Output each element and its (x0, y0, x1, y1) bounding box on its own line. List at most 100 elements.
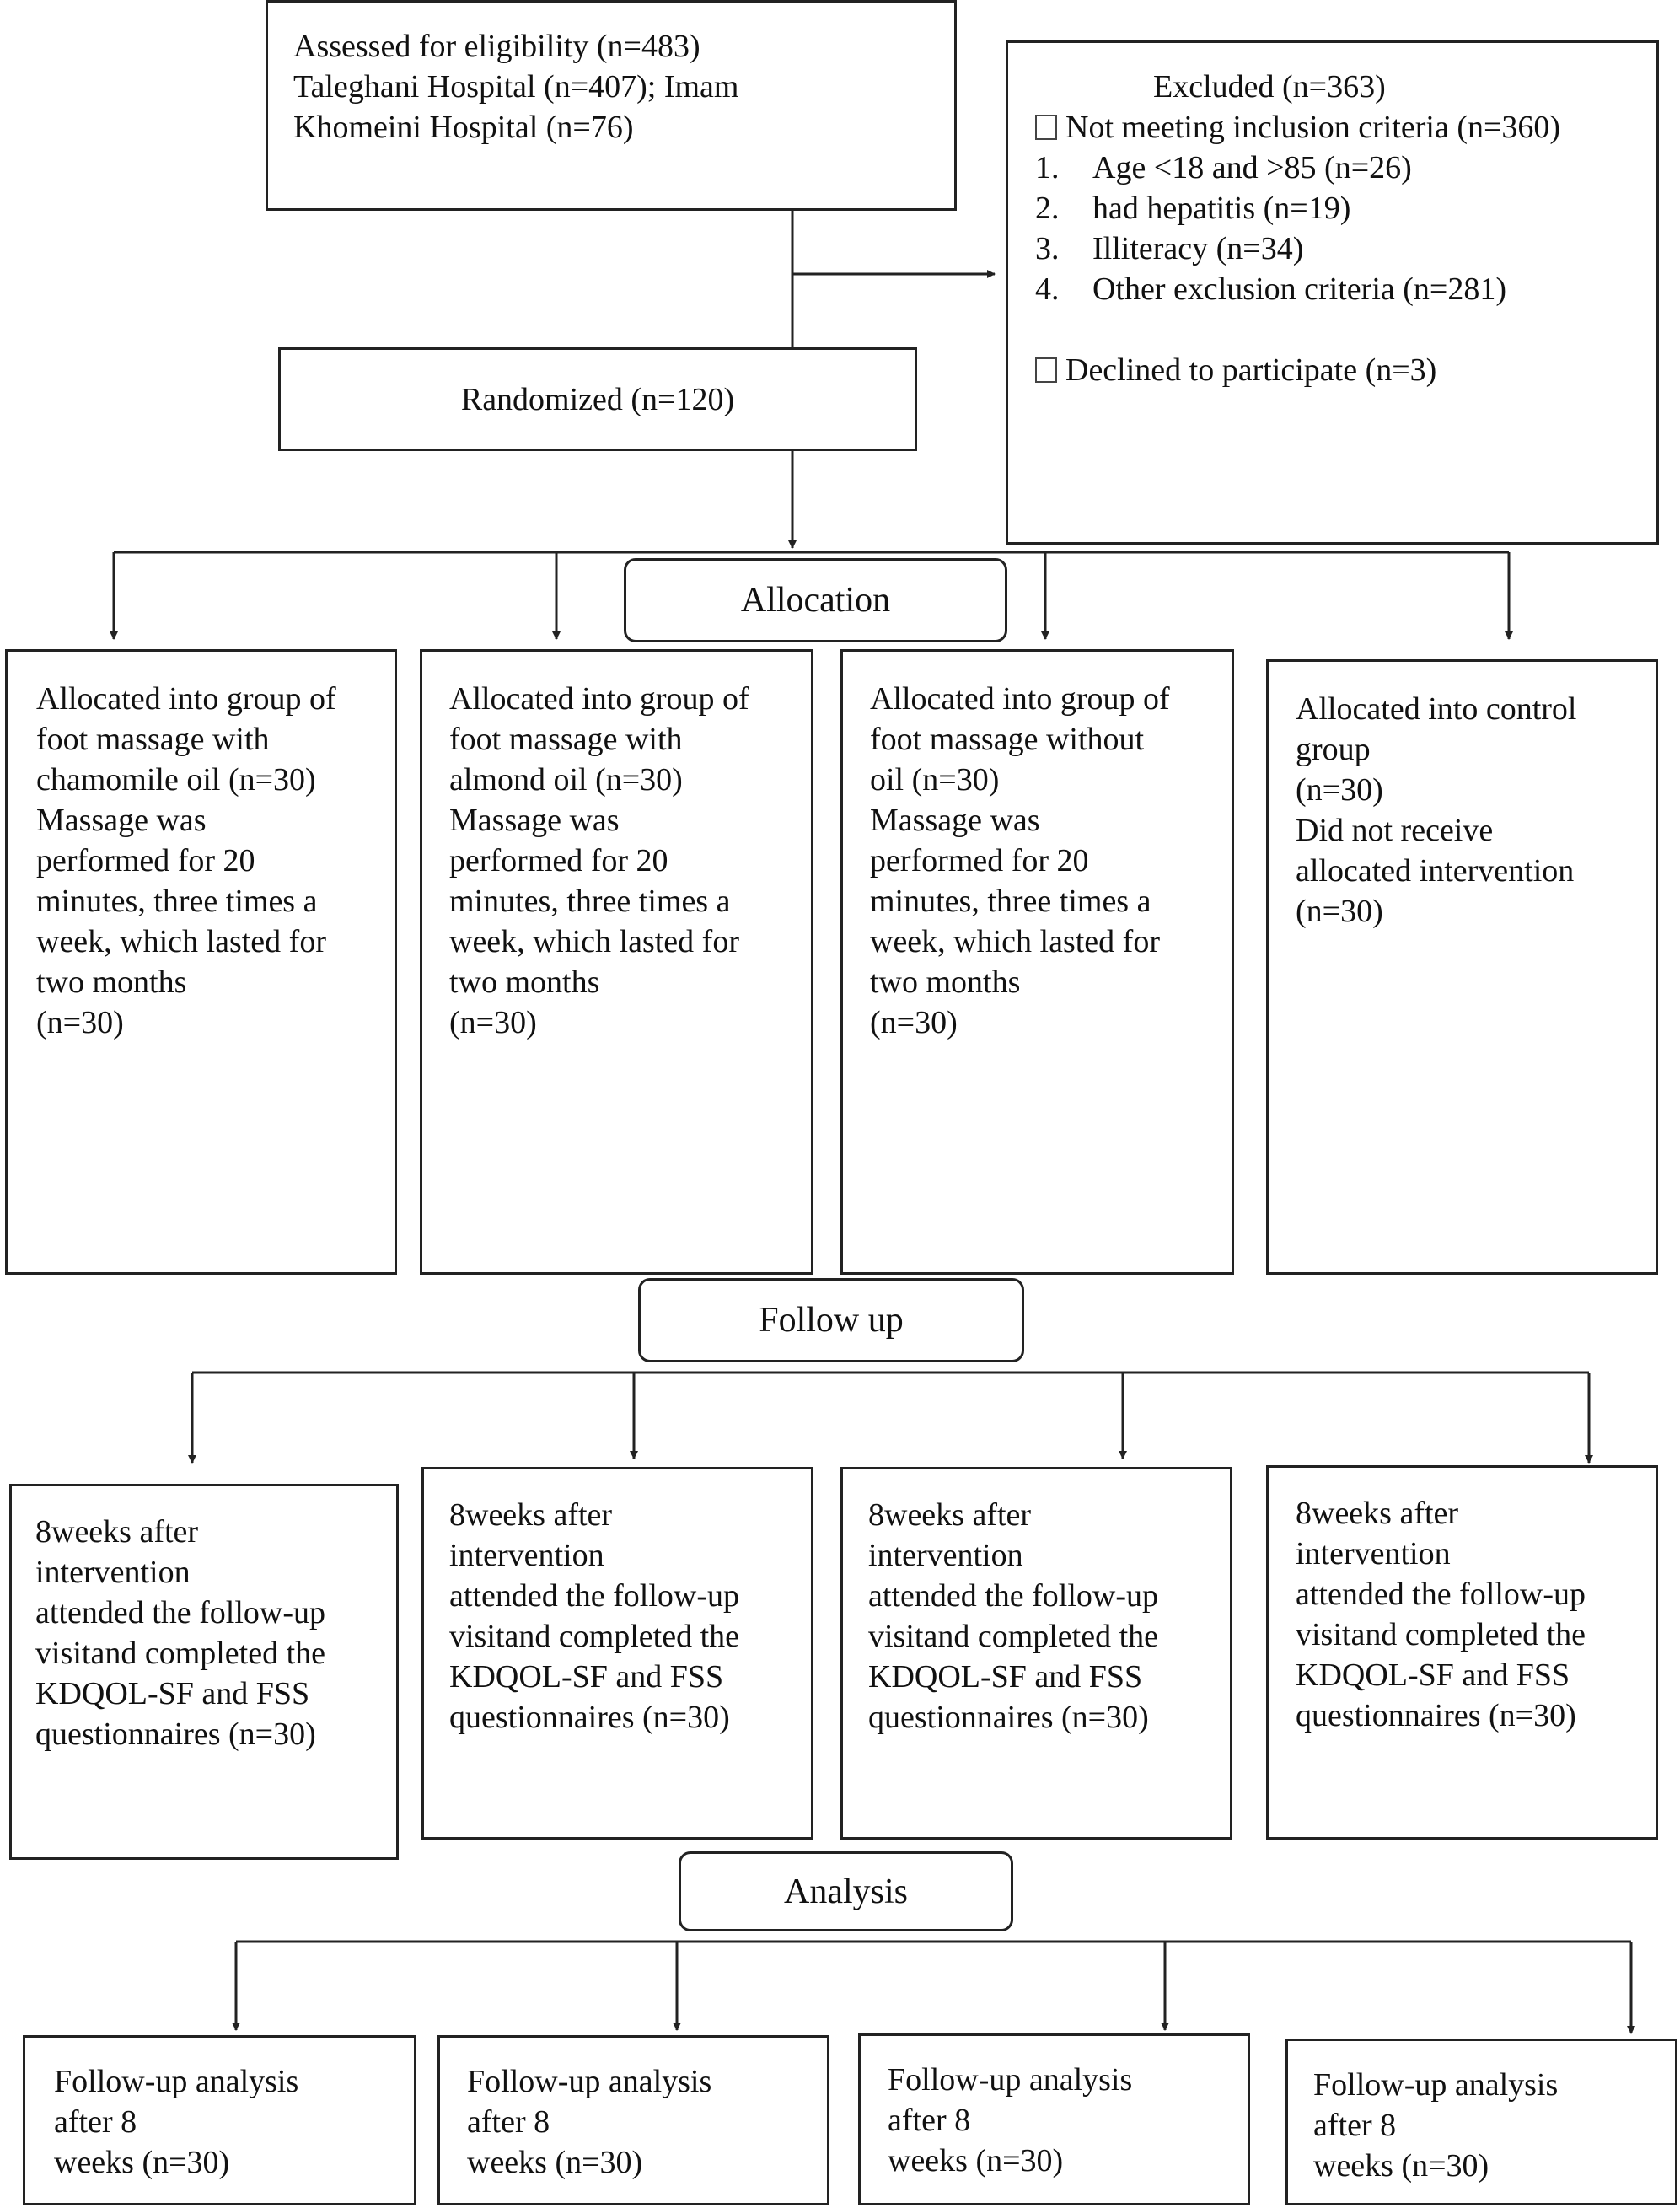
criteria-number: 4. (1035, 271, 1060, 307)
criteria-number: 2. (1035, 191, 1060, 226)
followup-line: attended the follow-up (1296, 1577, 1586, 1612)
analysis-group-3: Follow-up analysis after 8 weeks (n=30) (858, 2033, 1250, 2205)
group-line: week, which lasted for (36, 924, 326, 959)
group-line: Allocated into control (1296, 691, 1577, 727)
allocation-stage: Allocation (624, 558, 1007, 642)
analysis-group-4: Follow-up analysis after 8 weeks (n=30) (1285, 2039, 1677, 2205)
followup-line: KDQOL-SF and FSS (35, 1676, 310, 1711)
criteria-text: had hepatitis (n=19) (1092, 191, 1351, 226)
group-line: group (1296, 732, 1371, 767)
followup-line: KDQOL-SF and FSS (868, 1659, 1143, 1695)
criteria-item: 3. Illiteracy (n=34) (1035, 228, 1656, 269)
followup-group-4: 8weeks after intervention attended the f… (1266, 1465, 1658, 1840)
criteria-item: 1.Age <18 and >85 (n=26) (1035, 148, 1656, 188)
randomized-label: Randomized (n=120) (460, 381, 735, 417)
analysis-line: after 8 (467, 2104, 550, 2140)
group-line: two months (36, 964, 187, 1000)
criteria-item: 4.Other exclusion criteria (n=281) (1035, 269, 1656, 309)
analysis-stage: Analysis (679, 1851, 1013, 1931)
followup-group-3: 8weeks after intervention attended the f… (840, 1467, 1232, 1840)
group-line: week, which lasted for (449, 924, 739, 959)
followup-line: attended the follow-up (868, 1578, 1159, 1614)
group-line: (n=30) (870, 1005, 958, 1040)
group-line: (n=30) (1296, 772, 1383, 808)
analysis-line: weeks (n=30) (467, 2145, 643, 2180)
excluded-title: Excluded (n=363) (1153, 69, 1386, 105)
group-line: foot massage with (36, 722, 270, 757)
assessed-line: Taleghani Hospital (n=407); Imam (293, 69, 739, 105)
analysis-line: after 8 (1313, 2108, 1397, 2143)
not-meeting-text: Not meeting inclusion criteria (n=360) (1065, 110, 1561, 145)
followup-line: visitand completed the (449, 1619, 740, 1654)
followup-line: intervention (868, 1538, 1023, 1573)
followup-line: attended the follow-up (35, 1595, 326, 1630)
analysis-label: Analysis (784, 1872, 908, 1911)
checkbox-icon (1035, 357, 1057, 383)
followup-line: intervention (35, 1555, 191, 1590)
group-line: two months (449, 964, 600, 1000)
followup-line: visitand completed the (1296, 1617, 1586, 1652)
followup-label: Follow up (759, 1301, 904, 1340)
group-line: Allocated into group of (36, 681, 336, 717)
group-line: (n=30) (449, 1005, 537, 1040)
randomized-box: Randomized (n=120) (278, 347, 917, 451)
group-line: Did not receive (1296, 813, 1494, 848)
followup-line: KDQOL-SF and FSS (449, 1659, 724, 1695)
group-line: minutes, three times a (36, 884, 318, 919)
assessed-line: Assessed for eligibility (n=483) (293, 29, 700, 64)
group-line: two months (870, 964, 1021, 1000)
analysis-line: weeks (n=30) (54, 2145, 230, 2180)
followup-line: KDQOL-SF and FSS (1296, 1657, 1570, 1693)
group-line: (n=30) (36, 1005, 124, 1040)
followup-group-1: 8weeks after intervention attended the f… (9, 1484, 399, 1860)
not-meeting-criteria: Not meeting inclusion criteria (n=360) (1035, 107, 1656, 148)
group-line: week, which lasted for (870, 924, 1160, 959)
followup-line: 8weeks after (35, 1514, 199, 1550)
analysis-line: Follow-up analysis (467, 2064, 712, 2099)
followup-line: intervention (449, 1538, 604, 1573)
followup-line: visitand completed the (35, 1636, 326, 1671)
criteria-number: 3. (1035, 231, 1060, 266)
followup-line: questionnaires (n=30) (35, 1716, 316, 1752)
group-line: Massage was (870, 803, 1040, 838)
followup-stage: Follow up (638, 1278, 1024, 1362)
checkbox-icon (1035, 115, 1057, 140)
declined-participate: Declined to participate (n=3) (1035, 350, 1656, 390)
group-line: chamomile oil (n=30) (36, 762, 316, 798)
criteria-item: 2. had hepatitis (n=19) (1035, 188, 1656, 228)
followup-line: questionnaires (n=30) (449, 1700, 730, 1735)
group-line: Massage was (449, 803, 620, 838)
followup-line: 8weeks after (449, 1497, 613, 1533)
followup-line: questionnaires (n=30) (868, 1700, 1149, 1735)
group-line: performed for 20 (870, 843, 1089, 878)
followup-line: intervention (1296, 1536, 1451, 1571)
criteria-number: 1. (1035, 150, 1060, 185)
followup-line: 8weeks after (868, 1497, 1032, 1533)
analysis-group-2: Follow-up analysis after 8 weeks (n=30) (437, 2035, 829, 2205)
group-line: Allocated into group of (449, 681, 749, 717)
analysis-line: Follow-up analysis (1313, 2067, 1559, 2103)
group-line: performed for 20 (36, 843, 255, 878)
group-line: almond oil (n=30) (449, 762, 683, 798)
analysis-line: Follow-up analysis (54, 2064, 299, 2099)
analysis-line: Follow-up analysis (888, 2062, 1133, 2098)
excluded-box: Excluded (n=363) Not meeting inclusion c… (1006, 40, 1659, 545)
followup-group-2: 8weeks after intervention attended the f… (421, 1467, 813, 1840)
group-line: performed for 20 (449, 843, 668, 878)
followup-line: visitand completed the (868, 1619, 1159, 1654)
group-line: allocated intervention (1296, 853, 1575, 889)
group-line: foot massage without (870, 722, 1145, 757)
group-line: minutes, three times a (870, 884, 1151, 919)
followup-line: questionnaires (n=30) (1296, 1698, 1576, 1733)
allocation-group-control: Allocated into control group (n=30) Did … (1266, 659, 1658, 1275)
analysis-line: weeks (n=30) (888, 2143, 1064, 2178)
allocation-group-chamomile: Allocated into group of foot massage wit… (5, 649, 397, 1275)
allocation-group-almond: Allocated into group of foot massage wit… (420, 649, 813, 1275)
followup-line: 8weeks after (1296, 1496, 1459, 1531)
group-line: minutes, three times a (449, 884, 731, 919)
group-line: Allocated into group of (870, 681, 1170, 717)
group-line: (n=30) (1296, 894, 1383, 929)
criteria-text: Illiteracy (n=34) (1092, 231, 1304, 266)
group-line: Massage was (36, 803, 207, 838)
